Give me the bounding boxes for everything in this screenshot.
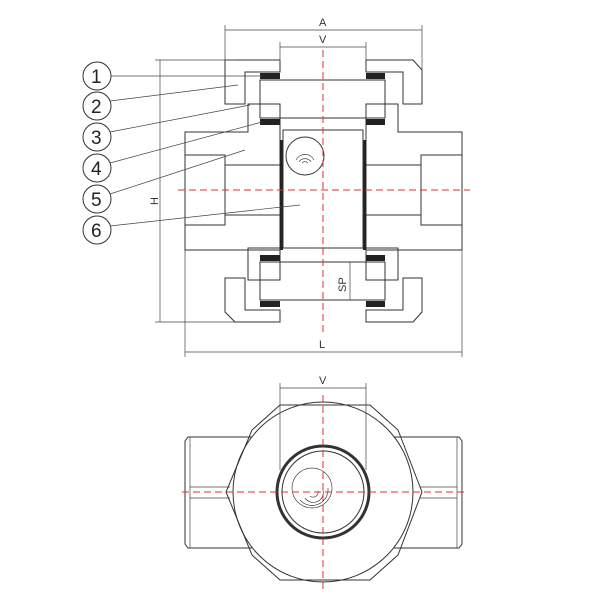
sp-label: SP <box>337 277 349 292</box>
hex-body <box>225 404 423 581</box>
bottom-cap <box>224 277 423 323</box>
dim-H: H <box>149 197 161 205</box>
indicator-ball <box>285 136 325 176</box>
section-view: SP A V H L 1 <box>82 17 470 357</box>
callout-2: 2 <box>82 84 239 121</box>
dim-A: A <box>319 17 327 29</box>
plan-dimension <box>279 383 367 470</box>
plan-dim-V: V <box>319 375 327 387</box>
svg-text:5: 5 <box>91 190 102 211</box>
dim-V: V <box>319 34 327 46</box>
svg-text:4: 4 <box>91 159 102 180</box>
callout-3: 3 <box>82 104 251 152</box>
svg-text:3: 3 <box>91 128 102 149</box>
dimension-lines <box>155 25 463 357</box>
callouts: 1 2 3 4 5 6 <box>82 61 301 245</box>
svg-text:2: 2 <box>91 97 102 118</box>
body-bottom <box>247 247 399 281</box>
svg-text:1: 1 <box>91 67 102 88</box>
callout-4: 4 <box>82 121 263 183</box>
seals <box>260 73 385 307</box>
callout-6: 6 <box>82 204 301 245</box>
dim-L: L <box>319 339 325 351</box>
svg-text:6: 6 <box>91 221 102 242</box>
callout-5: 5 <box>82 149 246 214</box>
plan-view: V <box>182 375 466 590</box>
callout-1: 1 <box>82 61 262 91</box>
